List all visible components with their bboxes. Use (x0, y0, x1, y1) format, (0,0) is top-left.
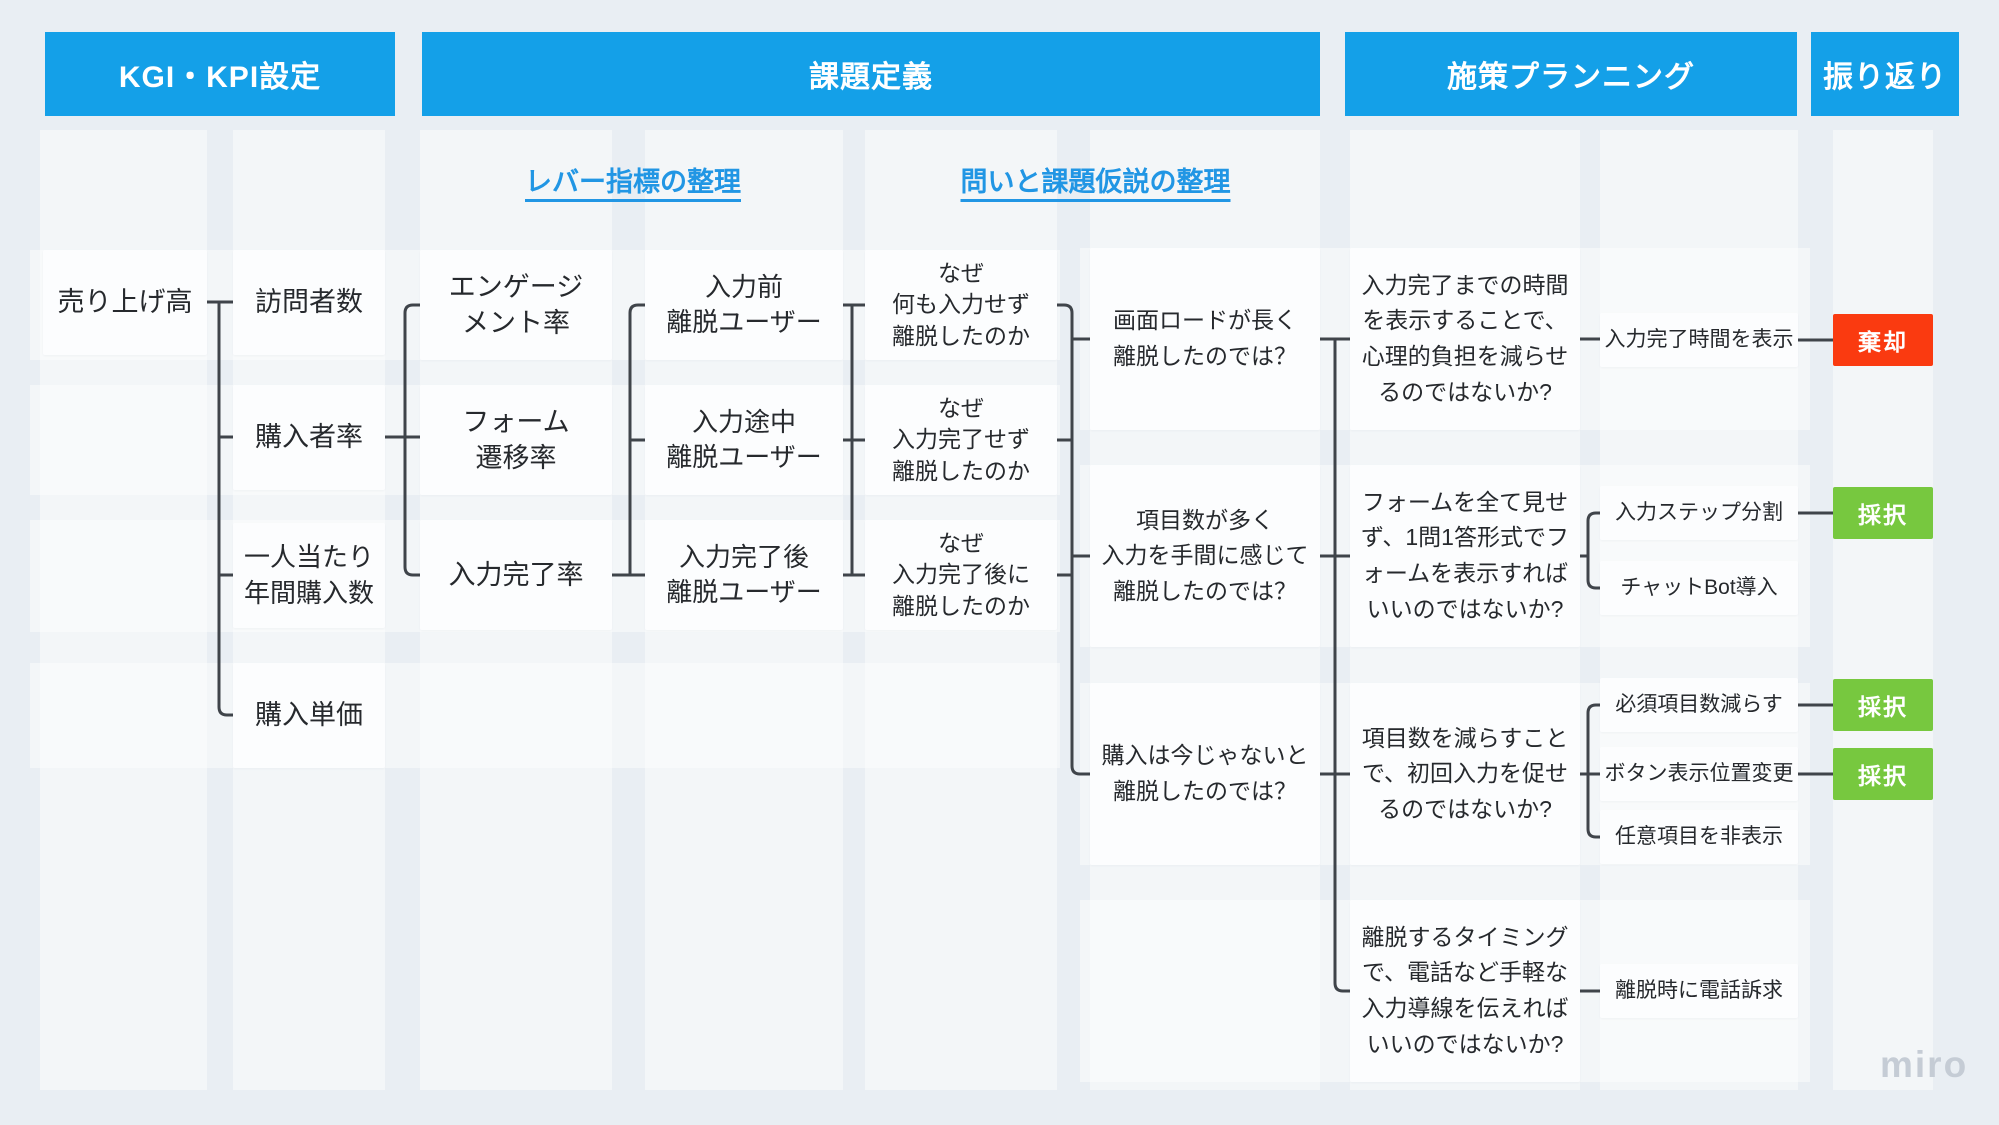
node-action-phone-appeal[interactable]: 離脱時に電話訴求 (1600, 964, 1798, 1018)
header-kgi-kpi[interactable]: KGI・KPI設定 (45, 32, 395, 116)
node-churn-before-input[interactable]: 入力前 離脱ユーザー (645, 250, 843, 360)
node-why-after-complete[interactable]: なぜ 入力完了後に 離脱したのか (865, 520, 1057, 630)
node-visitors[interactable]: 訪問者数 (233, 250, 385, 355)
node-action-hide-optional[interactable]: 任意項目を非表示 (1600, 810, 1798, 864)
node-kgi-sales[interactable]: 売り上げ高 (43, 250, 207, 355)
node-action-show-completion-time[interactable]: 入力完了時間を表示 (1600, 313, 1798, 367)
badge-adopted[interactable]: 採択 (1833, 679, 1933, 731)
node-hypothesis-screen-load[interactable]: 画面ロードが長く 離脱したのでは？ (1090, 248, 1320, 430)
header-planning[interactable]: 施策プランニング (1345, 32, 1797, 116)
node-engagement-rate[interactable]: エンゲージ メント率 (420, 250, 612, 360)
node-idea-reduce-fields[interactable]: 項目数を減らすこと で、初回入力を促せ るのではないか? (1350, 683, 1580, 865)
background-band (1833, 130, 1933, 1090)
node-action-button-position[interactable]: ボタン表示位置変更 (1600, 747, 1798, 801)
node-churn-after-complete[interactable]: 入力完了後 離脱ユーザー (645, 520, 843, 630)
node-unit-price[interactable]: 購入単価 (233, 663, 385, 768)
badge-rejected[interactable]: 棄却 (1833, 314, 1933, 366)
node-hypothesis-not-now[interactable]: 購入は今じゃないと 離脱したのでは？ (1090, 683, 1320, 865)
header-retrospective[interactable]: 振り返り (1811, 32, 1959, 116)
badge-adopted[interactable]: 採択 (1833, 748, 1933, 800)
badge-adopted[interactable]: 採択 (1833, 487, 1933, 539)
node-idea-one-question[interactable]: フォームを全て見せ ず、1問1答形式でフ ォームを表示すれば いいのではないか? (1350, 465, 1580, 647)
background-band (30, 663, 1060, 768)
node-action-chatbot[interactable]: チャットBot導入 (1600, 561, 1798, 615)
node-annual-purchases[interactable]: 一人当たり 年間購入数 (233, 523, 385, 628)
link-lever-metrics[interactable]: レバー指標の整理 (525, 167, 741, 197)
miro-logo: miro (1880, 1044, 1969, 1085)
node-hypothesis-many-fields[interactable]: 項目数が多く 入力を手間に感じて 離脱したのでは？ (1090, 465, 1320, 647)
node-purchase-rate[interactable]: 購入者率 (233, 385, 385, 490)
node-input-completion-rate[interactable]: 入力完了率 (420, 520, 612, 630)
node-idea-phone-route[interactable]: 離脱するタイミング で、電話など手軽な 入力導線を伝えれば いいのではないか? (1350, 900, 1580, 1082)
node-why-no-input[interactable]: なぜ 何も入力せず 離脱したのか (865, 250, 1057, 360)
node-churn-mid-input[interactable]: 入力途中 離脱ユーザー (645, 385, 843, 495)
header-problem-definition[interactable]: 課題定義 (422, 32, 1320, 116)
node-action-split-steps[interactable]: 入力ステップ分割 (1600, 486, 1798, 540)
node-action-reduce-required[interactable]: 必須項目数減らす (1600, 678, 1798, 732)
node-form-transition-rate[interactable]: フォーム 遷移率 (420, 385, 612, 495)
link-questions-hypotheses[interactable]: 問いと課題仮説の整理 (960, 167, 1231, 197)
node-idea-show-time[interactable]: 入力完了までの時間 を表示することで、 心理的負担を減らせ るのではないか? (1350, 248, 1580, 430)
node-why-incomplete[interactable]: なぜ 入力完了せず 離脱したのか (865, 385, 1057, 495)
